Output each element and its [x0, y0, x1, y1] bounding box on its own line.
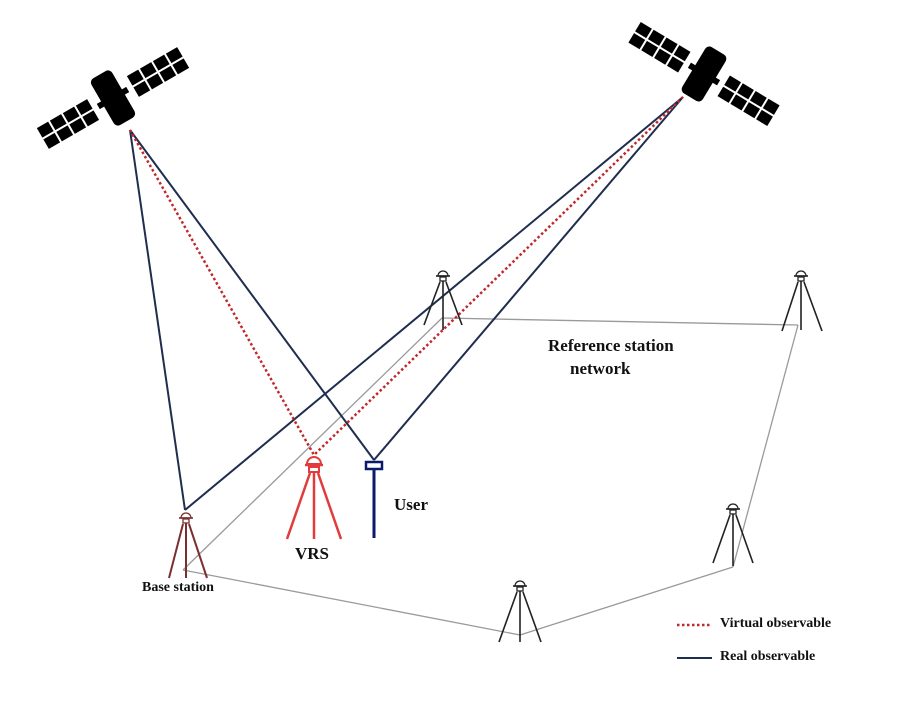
network-link — [732, 324, 799, 568]
reference-station-icon — [781, 270, 823, 332]
virtual-observable-line — [313, 96, 684, 456]
real-observable-lines — [129, 96, 684, 511]
reference-network-label-line2: network — [570, 359, 631, 378]
real-observable-line — [184, 96, 684, 511]
real-observable-line — [129, 129, 186, 511]
reference-station-icon — [498, 580, 542, 643]
user-label: User — [394, 495, 428, 514]
reference-station-icon — [423, 270, 463, 330]
base-station-label: Base station — [142, 580, 214, 595]
real-observable-line — [373, 96, 684, 461]
vrs-icon — [285, 456, 343, 540]
reference-network-label: Reference station network — [548, 334, 674, 380]
base-station-icon — [168, 512, 208, 579]
legend-real-label: Real observable — [720, 649, 816, 664]
reference-network-label-line1: Reference station — [548, 336, 674, 355]
virtual-observable-lines — [128, 96, 684, 456]
vrs-label: VRS — [295, 544, 330, 563]
reference-network-lines — [182, 317, 799, 636]
network-link — [519, 566, 734, 636]
user-receiver-icon — [364, 460, 384, 538]
satellite-icon — [29, 34, 196, 162]
legend-virtual-label: Virtual observable — [720, 616, 832, 631]
network-link — [182, 317, 443, 571]
network-link — [441, 317, 799, 326]
legend — [677, 623, 712, 659]
satellite-icon — [621, 9, 788, 139]
real-observable-line — [129, 129, 375, 461]
network-link — [182, 569, 521, 636]
virtual-observable-line — [128, 129, 316, 456]
reference-station-icon — [712, 503, 754, 566]
